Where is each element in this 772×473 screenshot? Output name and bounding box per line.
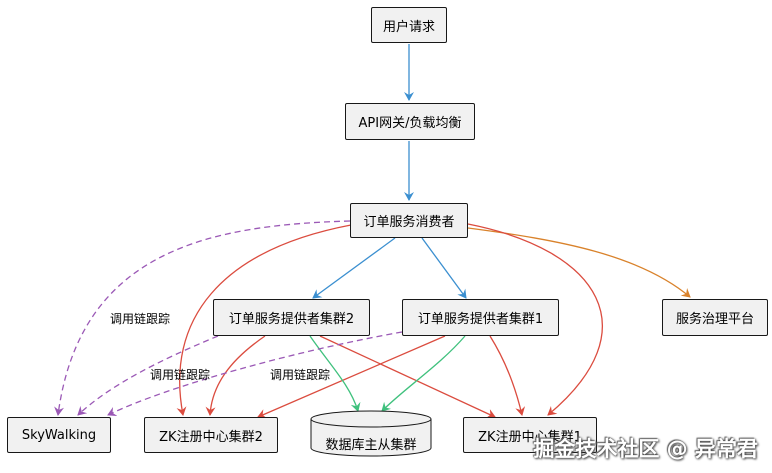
edge-trace-provider1	[107, 331, 403, 417]
edge-provider1-to-zk1	[489, 335, 526, 416]
edge-provider2-to-database	[309, 335, 361, 412]
node-skywalking: SkyWalking	[7, 417, 111, 453]
edge-provider1-to-zk2	[257, 335, 446, 419]
node-api-gateway: API网关/负载均衡	[345, 103, 475, 140]
label-trace-provider-2: 调用链跟踪	[150, 368, 211, 382]
node-provider-cluster-1: 订单服务提供者集群1	[402, 299, 559, 336]
database-cylinder	[310, 410, 432, 457]
edge-consumer-to-provider2	[312, 237, 396, 299]
node-zk-cluster-2: ZK注册中心集群2	[144, 417, 278, 453]
node-governance-platform: 服务治理平台	[662, 299, 768, 336]
edge-provider1-to-database	[381, 335, 466, 412]
node-zk-cluster-1: ZK注册中心集群1	[463, 417, 597, 453]
node-database: 数据库主从集群	[325, 438, 417, 453]
edge-consumer-to-governance	[467, 227, 691, 298]
edge-trace-provider2	[77, 335, 219, 416]
edge-provider2-to-zk1	[319, 335, 496, 419]
edge-consumer-to-zk2	[176, 224, 352, 416]
label-trace-consumer: 调用链跟踪	[110, 312, 171, 326]
edge-consumer-to-zk1	[467, 223, 603, 416]
edge-consumer-to-provider1	[421, 237, 467, 299]
edge-provider2-to-zk2	[205, 335, 266, 416]
node-provider-cluster-2: 订单服务提供者集群2	[213, 299, 370, 336]
watermark: 掘金技术社区 @ 异常君	[533, 437, 758, 461]
edge-trace-consumer	[54, 220, 351, 416]
label-trace-provider-1: 调用链跟踪	[270, 368, 331, 382]
node-user-request: 用户请求	[371, 7, 447, 43]
node-order-consumer: 订单服务消费者	[350, 203, 468, 238]
